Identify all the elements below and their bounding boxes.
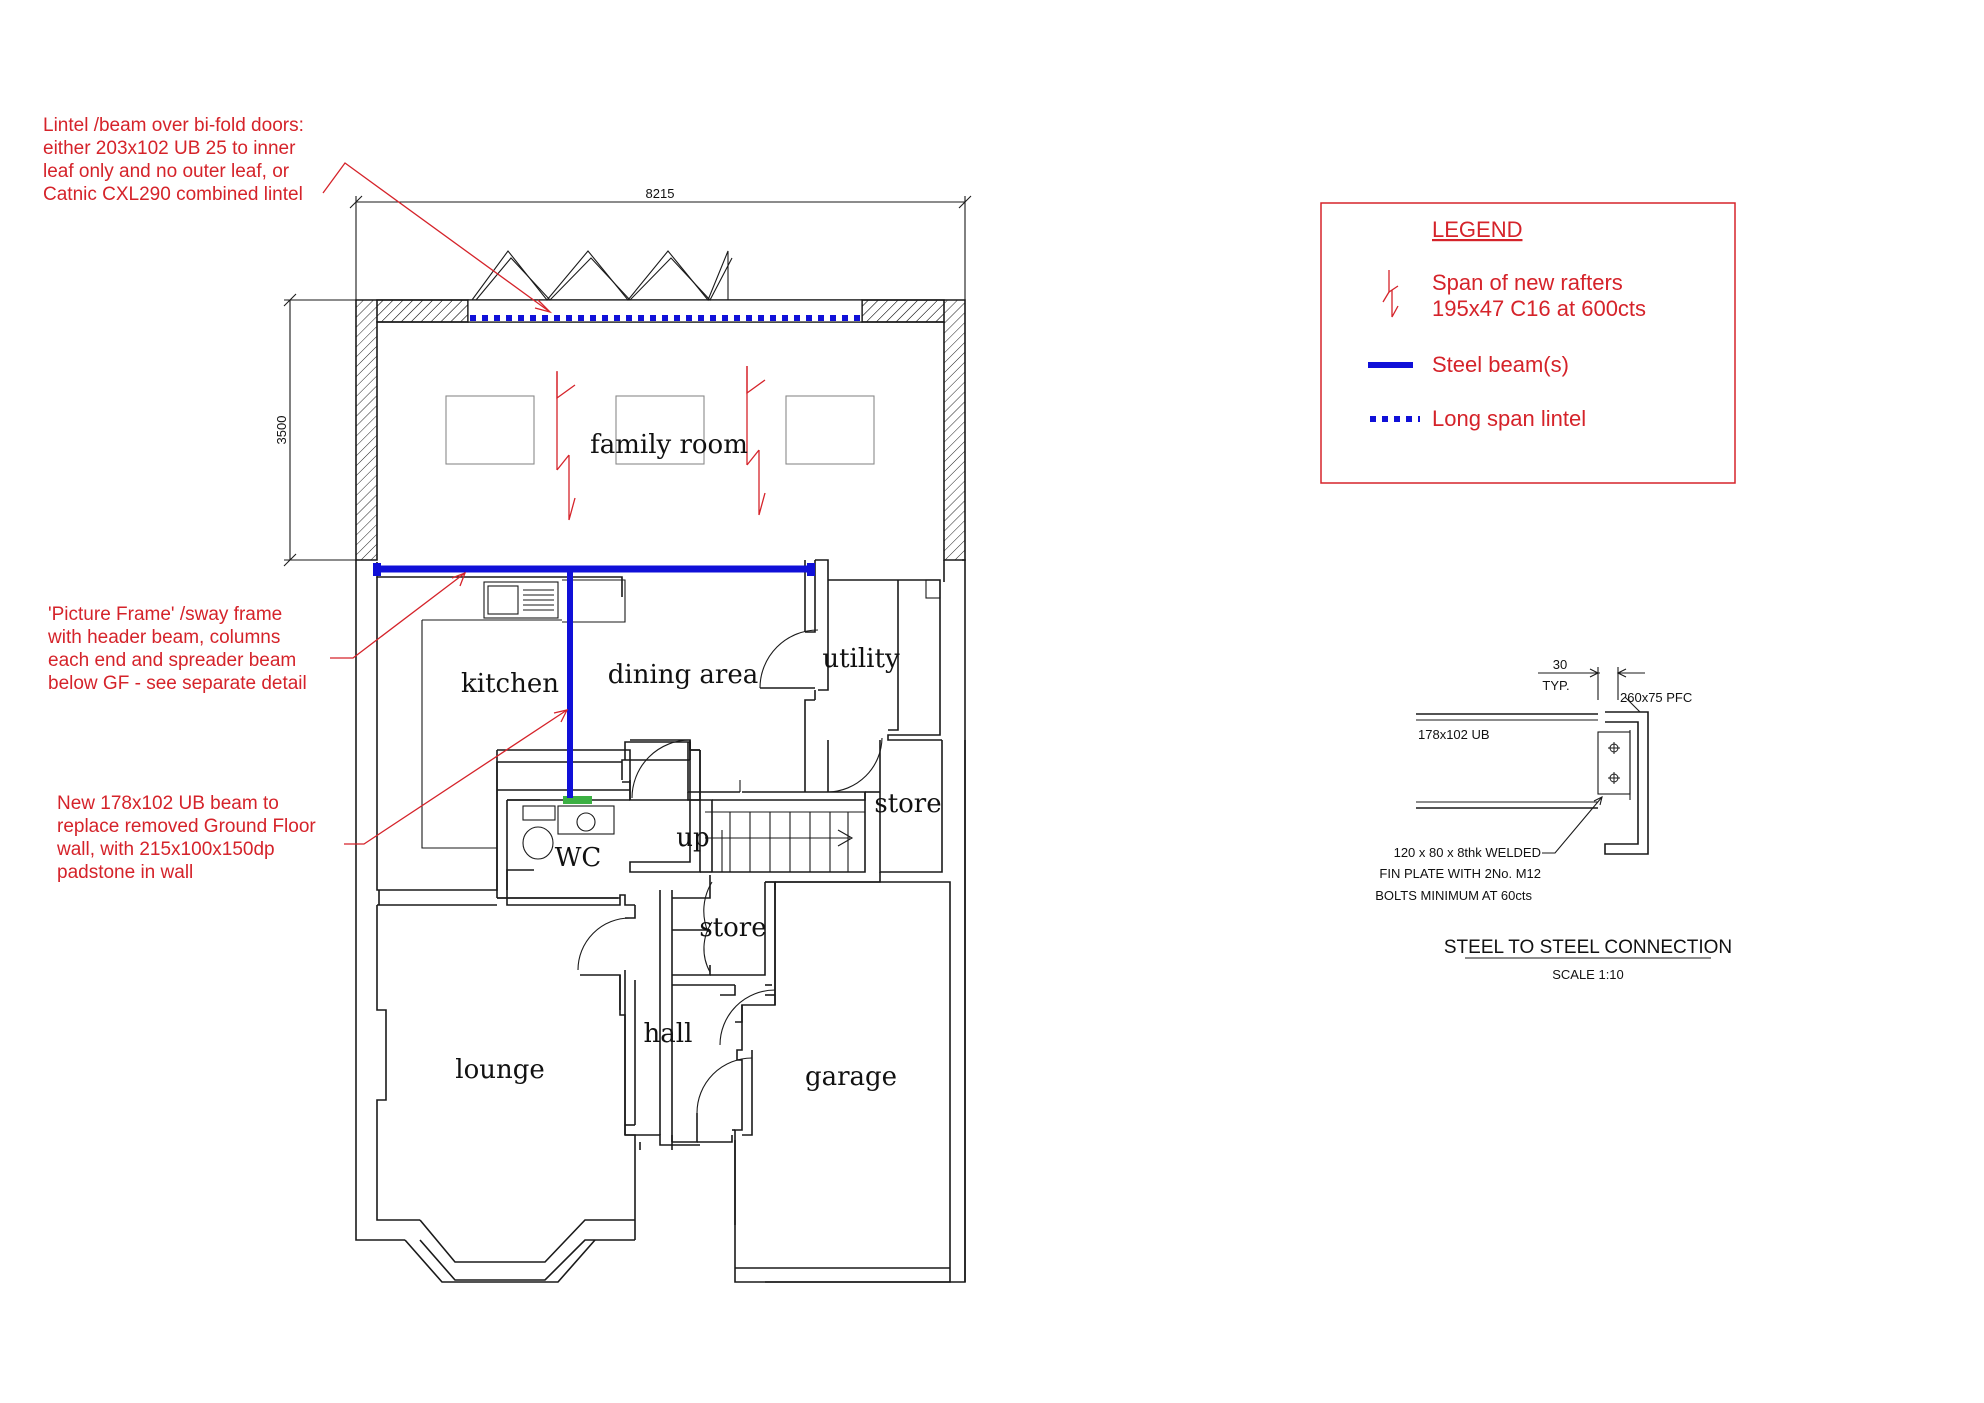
legend-lintel-label: Long span lintel (1432, 406, 1586, 431)
bifold-doors (471, 250, 733, 302)
picture-frame-note-line-4: below GF - see separate detail (48, 673, 307, 694)
detail-pfc-label: 260x75 PFC (1620, 690, 1692, 705)
detail-plate-line-3: BOLTS MINIMUM AT 60cts (1375, 888, 1532, 903)
rafter-span-symbol (1382, 270, 1399, 318)
steel-connection-detail: 30 TYP. 178x102 UB 260x75 PFC 120 x 80 x… (1375, 657, 1732, 982)
kitchen-units (421, 579, 626, 849)
room-label-kitchen: kitchen (461, 669, 559, 699)
legend-rafters-line-2: 195x47 C16 at 600cts (1432, 296, 1646, 321)
room-label-hall: hall (644, 1019, 693, 1049)
detail-dim-value: 30 (1553, 657, 1567, 672)
detail-dim-typ: TYP. (1542, 678, 1569, 693)
detail-plate-line-2: FIN PLATE WITH 2No. M12 (1379, 866, 1541, 881)
new-beam-note: New 178x102 UB beam to replace removed G… (56, 709, 569, 883)
central-walls (496, 739, 701, 1010)
picture-frame-note-line-3: each end and spreader beam (48, 650, 296, 671)
room-label-lounge: lounge (455, 1055, 545, 1085)
room-label-utility: utility (822, 644, 900, 674)
lintel-note-line-3: leaf only and no outer leaf, or (43, 161, 290, 182)
lintel-note-line-1: Lintel /beam over bi-fold doors: (43, 115, 304, 136)
wc-walls (497, 789, 630, 899)
picture-frame-note-line-1: 'Picture Frame' /sway frame (48, 604, 282, 625)
detail-plate-line-1: 120 x 80 x 8thk WELDED (1394, 845, 1541, 860)
lower-walls (577, 559, 966, 1283)
legend-box (1320, 202, 1736, 484)
stair-and-hall-walls (687, 742, 866, 873)
room-label-dining-area: dining area (608, 660, 759, 690)
legend-steel-label: Steel beam(s) (1432, 352, 1569, 377)
depth-dimension: 3500 (274, 293, 356, 567)
room-label-garage: garage (805, 1062, 897, 1092)
new-beam-note-line-2: replace removed Ground Floor (57, 816, 316, 837)
room-label-family-room: family room (590, 430, 748, 460)
new-beam-note-line-3: wall, with 215x100x150dp (56, 839, 275, 860)
legend-title: LEGEND (1432, 217, 1522, 242)
legend-rafters-line-1: Span of new rafters (1432, 270, 1623, 295)
steel-beams (373, 563, 815, 798)
house-walls (355, 560, 691, 1283)
picture-frame-note-line-2: with header beam, columns (47, 627, 280, 648)
rooflights (445, 395, 875, 465)
room-label-wc: WC (555, 843, 602, 873)
room-label-store-upper: store (874, 789, 941, 819)
depth-dimension-label: 3500 (274, 416, 289, 445)
detail-title: STEEL TO STEEL CONNECTION (1444, 937, 1732, 958)
room-label-store-lower: store (699, 913, 766, 943)
picture-frame-note: 'Picture Frame' /sway frame with header … (47, 571, 467, 694)
detail-ub-label: 178x102 UB (1418, 727, 1490, 742)
new-beam-note-line-4: padstone in wall (57, 862, 193, 883)
lintel-note-line-2: either 203x102 UB 25 to inner (43, 138, 296, 159)
room-label-up: up (676, 823, 709, 853)
lintel-note: Lintel /beam over bi-fold doors: either … (43, 115, 553, 314)
detail-scale: SCALE 1:10 (1552, 967, 1624, 982)
width-dimension: 8215 (349, 186, 972, 300)
utility-walls (759, 559, 943, 883)
rafter-span-arrows (556, 366, 766, 521)
legend: LEGEND Span of new rafters 195x47 C16 at… (1320, 202, 1736, 484)
lintel-note-line-4: Catnic CXL290 combined lintel (43, 184, 303, 205)
width-dimension-label: 8215 (646, 186, 675, 201)
new-beam-note-line-1: New 178x102 UB beam to (57, 793, 279, 814)
